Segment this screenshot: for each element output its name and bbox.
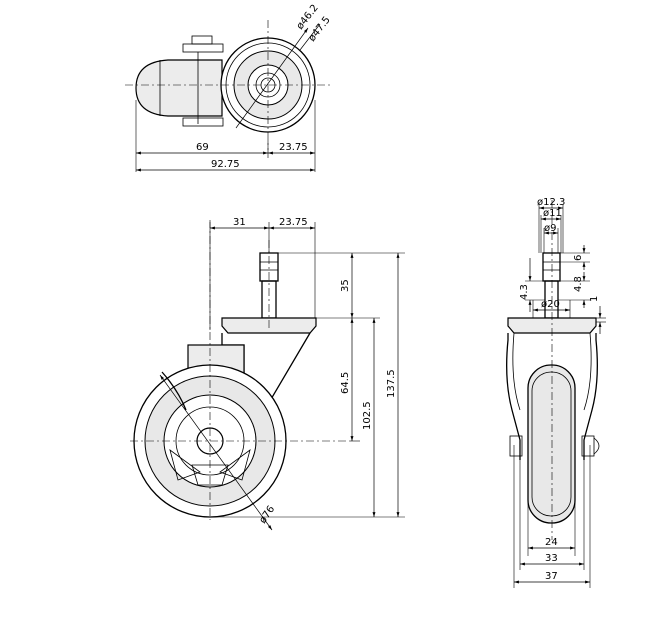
dim-side-23-75: 23.75: [279, 217, 308, 228]
front-view-stem-tip: [542, 252, 561, 282]
dim-top-92-75: 92.75: [211, 159, 240, 170]
top-view: ø46.2 ø47.5 69 23.75 92.75: [125, 3, 333, 172]
dim-front-dia-11: ø11: [543, 208, 562, 219]
dim-front-dia-9: ø9: [544, 223, 556, 234]
dim-front-4-8: 4.8: [573, 276, 584, 292]
side-view: ø76 31 23.75 35 64.5 102.5 137.5: [130, 217, 405, 531]
dim-front-dia-12-3: ø12.3: [537, 197, 565, 208]
dim-side-31: 31: [233, 217, 246, 228]
front-view-wheel: [527, 364, 576, 524]
dim-top-23-75: 23.75: [279, 142, 308, 153]
dim-side-dia-76: ø76: [257, 504, 277, 526]
dim-front-37: 37: [545, 571, 558, 582]
dim-side-35: 35: [340, 279, 351, 292]
dim-top-69: 69: [196, 142, 209, 153]
front-view-fork: [506, 333, 598, 460]
dim-side-137-5: 137.5: [386, 369, 397, 398]
dim-front-6: 6: [573, 255, 584, 261]
dim-front-4-3: 4.3: [519, 284, 530, 300]
dim-front-24: 24: [545, 537, 558, 548]
dim-front-dia-20: ø20: [541, 299, 560, 310]
dim-front-33: 33: [545, 553, 558, 564]
dim-front-1: 1: [589, 296, 600, 302]
dim-side-64-5: 64.5: [340, 372, 351, 394]
dim-side-102-5: 102.5: [362, 401, 373, 430]
top-view-housing: [135, 59, 223, 117]
front-view: ø12.3 ø11 ø9 6 4.8 4.3 ø20: [506, 197, 606, 588]
